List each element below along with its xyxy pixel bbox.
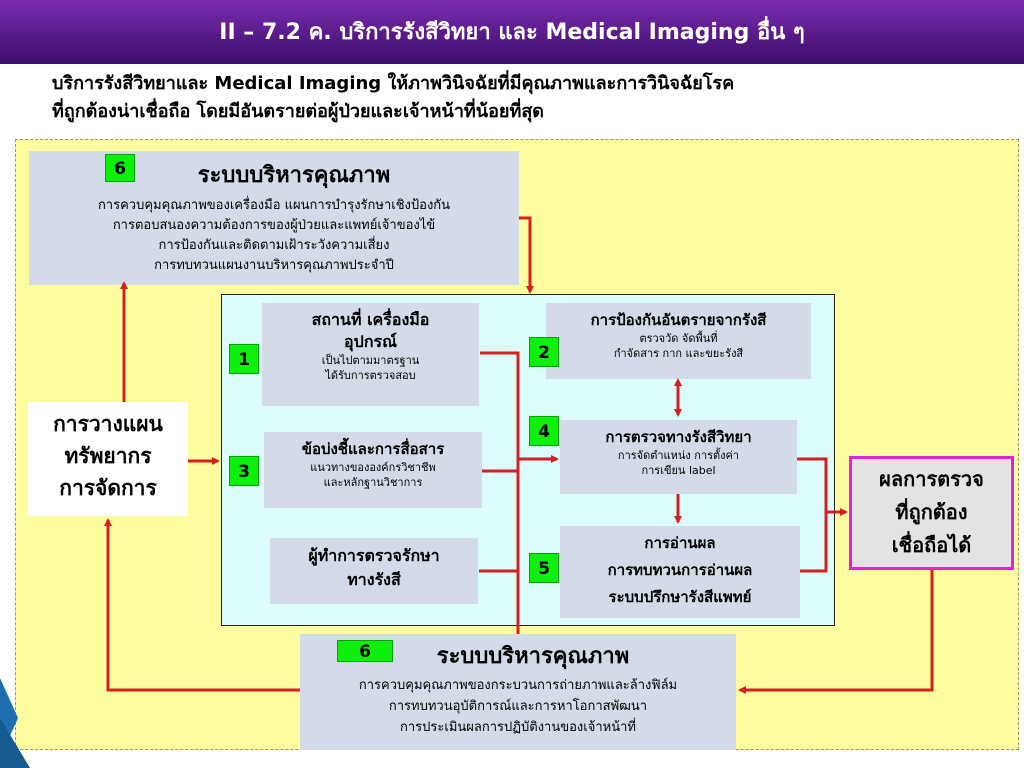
top-qms-title: ระบบบริหารคุณภาพ <box>197 163 391 188</box>
top-quality-management-box: ระบบบริหารคุณภาพ การควบคุมคุณภาพของเครื่… <box>29 151 519 285</box>
bottom-qms-line: การประเมินผลการปฏิบัติงานของเจ้าหน้าที่ <box>400 720 636 735</box>
staff-box: ผู้ทำการตรวจรักษา ทางรังสี <box>270 538 478 604</box>
top-qms-line: การตอบสนองความต้องการของผู้ป่วยและแพทย์เ… <box>112 218 436 233</box>
intro-text: บริการรังสีวิทยาและ Medical Imaging ให้ภ… <box>52 70 982 126</box>
intro-line-1: บริการรังสีวิทยาและ Medical Imaging ให้ภ… <box>52 73 735 94</box>
indication-number-badge: 3 <box>229 456 259 486</box>
facility-title-2: อุปกรณ์ <box>344 332 397 351</box>
result-line: ที่ถูกต้อง <box>895 500 968 524</box>
top-qms-line: การทบทวนแผนงานบริหารคุณภาพประจำปี <box>154 258 394 273</box>
facility-sub-1: เป็นไปตามมาตรฐาน <box>321 354 420 367</box>
radiation-protection-box: การป้องกันอันตรายจากรังสี ตรวจวัด จัดพื้… <box>546 303 811 379</box>
reading-number-badge: 5 <box>529 553 559 583</box>
bottom-qms-line: การทบทวนอุบัติการณ์และการหาโอกาสพัฒนา <box>388 699 648 714</box>
radiology-exam-box: การตรวจทางรังสีวิทยา การจัดตำแหน่ง การตั… <box>560 420 797 494</box>
facility-title-1: สถานที่ เครื่องมือ <box>311 310 430 329</box>
protection-sub-1: ตรวจวัด จัดพื้นที่ <box>639 332 718 345</box>
result-line: ผลการตรวจ <box>879 467 984 491</box>
staff-line-1: ผู้ทำการตรวจรักษา <box>308 546 440 565</box>
staff-line-2: ทางรังสี <box>347 570 401 589</box>
reading-line: การอ่านผล <box>644 534 716 552</box>
indication-box: ข้อบ่งชี้และการสื่อสาร แนวทางขององค์กรวิ… <box>264 432 482 508</box>
planning-line: การวางแผน <box>53 412 163 436</box>
facility-number-badge: 1 <box>229 344 259 374</box>
top-qms-number-badge: 6 <box>105 154 135 182</box>
intro-line-2: ที่ถูกต้องน่าเชื่อถือ โดยมีอันตรายต่อผู้… <box>52 101 544 122</box>
exam-title: การตรวจทางรังสีวิทยา <box>605 428 752 446</box>
planning-line: ทรัพยากร <box>64 444 152 468</box>
corner-decoration <box>0 678 30 768</box>
bottom-qms-number-badge: 6 <box>337 640 393 662</box>
indication-sub-2: และหลักฐานวิชาการ <box>323 476 423 489</box>
top-qms-line: การควบคุมคุณภาพของเครื่องมือ แผนการบำรุง… <box>97 198 451 213</box>
reading-box: การอ่านผล การทบทวนการอ่านผล ระบบปรึกษารั… <box>560 526 800 618</box>
bottom-qms-line: การควบคุมคุณภาพของกระบวนการถ่ายภาพและล้า… <box>358 678 678 693</box>
protection-title: การป้องกันอันตรายจากรังสี <box>590 311 767 329</box>
title-bar: II – 7.2 ค. บริการรังสีวิทยา และ Medical… <box>0 0 1024 64</box>
indication-title: ข้อบ่งชี้และการสื่อสาร <box>301 440 445 458</box>
exam-sub-1: การจัดตำแหน่ง การตั้งค่า <box>617 449 740 462</box>
facility-sub-2: ได้รับการตรวจสอบ <box>325 369 416 382</box>
result-box: ผลการตรวจ ที่ถูกต้อง เชื่อถือได้ <box>849 456 1014 570</box>
bottom-qms-title: ระบบบริหารคุณภาพ <box>436 644 630 669</box>
result-line: เชื่อถือได้ <box>891 533 972 557</box>
reading-line: ระบบปรึกษารังสีแพทย์ <box>608 588 752 606</box>
planning-line: การจัดการ <box>59 476 157 500</box>
planning-box: การวางแผน ทรัพยากร การจัดการ <box>28 402 188 516</box>
top-qms-line: การป้องกันและติดตามเฝ้าระวังความเสี่ยง <box>158 238 390 253</box>
protection-sub-2: กำจัดสาร กาก และขยะรังสี <box>613 347 744 360</box>
exam-sub-2: การเขียน label <box>641 464 716 477</box>
protection-number-badge: 2 <box>529 337 559 367</box>
exam-number-badge: 4 <box>529 416 559 446</box>
facility-box: สถานที่ เครื่องมือ อุปกรณ์ เป็นไปตามมาตร… <box>262 303 479 406</box>
indication-sub-1: แนวทางขององค์กรวิชาชีพ <box>310 461 436 474</box>
reading-line: การทบทวนการอ่านผล <box>607 561 753 579</box>
slide-title: II – 7.2 ค. บริการรังสีวิทยา และ Medical… <box>219 20 805 45</box>
